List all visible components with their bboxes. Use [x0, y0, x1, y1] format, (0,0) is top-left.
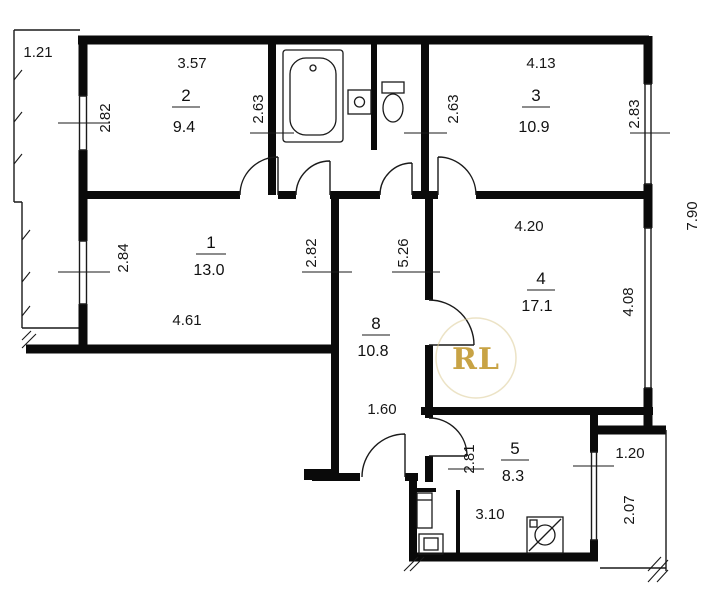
door-room3 — [437, 156, 477, 196]
dimension-ticks — [58, 122, 670, 470]
dim-total-height: 7.90 — [684, 201, 701, 230]
dim-room3-left: 2.63 — [445, 94, 462, 123]
wc-fixtures-icon — [416, 492, 444, 555]
room2-area: 9.4 — [173, 119, 195, 136]
dim-room4-width: 4.20 — [514, 218, 543, 235]
dim-balcony-right-width: 1.20 — [615, 445, 644, 462]
window-balcony-right — [589, 452, 599, 540]
door-room2 — [239, 156, 279, 196]
wall-stub — [304, 469, 336, 480]
room2-number: 2 — [181, 86, 190, 105]
door-wc — [379, 162, 413, 196]
watermark-ring — [435, 317, 517, 399]
dim-room1-right: 2.82 — [303, 238, 320, 267]
dimension-labels: 1.21 3.57 4.13 4.61 4.20 1.60 3.10 1.20 … — [23, 44, 701, 525]
watermark-text: RL — [452, 342, 500, 377]
dim-room3-right: 2.83 — [626, 99, 643, 128]
dim-balcony-right-height: 2.07 — [621, 495, 638, 524]
room-labels: 2 9.4 3 10.9 1 13.0 4 17.1 8 10.8 5 8.3 — [172, 86, 555, 485]
room5-area: 8.3 — [502, 468, 524, 485]
room3-number: 3 — [531, 86, 540, 105]
windows — [77, 83, 654, 541]
door-room5 — [428, 417, 468, 457]
dim-room5-left: 2.81 — [461, 444, 478, 473]
walls — [26, 35, 666, 562]
dim-room5-width: 3.10 — [475, 506, 504, 523]
window-room3 — [642, 84, 654, 184]
toilet-icon — [381, 81, 405, 123]
sink-icon — [347, 89, 372, 115]
room5-number: 5 — [510, 439, 519, 458]
room4-number: 4 — [536, 269, 545, 288]
door-room4 — [428, 299, 475, 346]
dim-hall-width: 1.60 — [367, 401, 396, 418]
washing-machine-icon — [526, 516, 564, 554]
doors — [239, 156, 477, 478]
room3-area: 10.9 — [518, 119, 549, 136]
dim-hall-height: 5.26 — [395, 238, 412, 267]
bathtub-icon — [282, 49, 344, 143]
window-room4 — [642, 228, 654, 388]
dim-room2-right: 2.63 — [250, 94, 267, 123]
room8-number: 8 — [371, 314, 380, 333]
watermark: RL — [435, 317, 517, 399]
room4-area: 17.1 — [521, 298, 552, 315]
dim-room4-height: 4.08 — [620, 287, 637, 316]
dim-room2-width: 3.57 — [177, 55, 206, 72]
room8-area: 10.8 — [357, 343, 388, 360]
room1-area: 13.0 — [193, 262, 224, 279]
dim-balcony-left-width: 1.21 — [23, 44, 52, 61]
dim-room1-left: 2.84 — [115, 243, 132, 272]
balcony-left-outline — [13, 29, 83, 329]
door-entry — [361, 433, 406, 478]
hatch-marks — [21, 330, 669, 583]
room1-number: 1 — [206, 233, 215, 252]
dim-room3-width: 4.13 — [526, 55, 555, 72]
door-bathroom — [295, 160, 331, 196]
dim-room1-width: 4.61 — [172, 312, 201, 329]
dim-room2-left: 2.82 — [97, 103, 114, 132]
